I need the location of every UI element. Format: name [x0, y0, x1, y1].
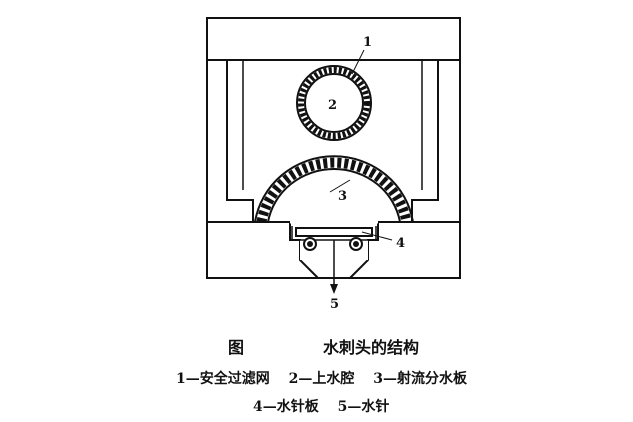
- callout-2: 2: [328, 98, 337, 113]
- legend-line-1: 1—安全过滤网 2—上水腔 3—射流分水板: [176, 368, 481, 388]
- jet-distribution-arch-inner: [267, 168, 401, 223]
- needle-plate: [295, 227, 373, 237]
- safety-filter-ring-outer: [296, 65, 372, 141]
- inner-chamber-wall-right: [411, 60, 439, 222]
- inner-chamber-wall-left: [226, 60, 254, 222]
- figure-title: 水刺头的结构: [323, 338, 420, 357]
- leader-3: [329, 179, 351, 193]
- water-needle-arrow: [330, 284, 338, 294]
- diagram-svg: 1 2 3 4 5: [206, 17, 461, 312]
- o-ring-left-core: [307, 241, 313, 247]
- legend-line-2: 4—水针板 5—水针: [253, 396, 403, 416]
- caption-row: 图 水刺头的结构: [0, 334, 633, 358]
- leader-1: [351, 49, 365, 75]
- safety-filter-ring-inner: [304, 73, 364, 133]
- jet-distribution-arch-mesh: [256, 157, 412, 223]
- water-jet-head-diagram: 1 2 3 4 5: [206, 17, 461, 312]
- callout-5: 5: [330, 297, 339, 312]
- legend-item-3: 3—射流分水板: [373, 371, 467, 387]
- safety-filter-mesh: [298, 67, 370, 139]
- figure-label: 图: [228, 338, 245, 357]
- leader-4: [361, 231, 393, 241]
- callout-4: 4: [396, 236, 405, 251]
- callout-1: 1: [363, 35, 372, 50]
- o-ring-right-core: [353, 241, 359, 247]
- callout-3: 3: [338, 189, 347, 204]
- legend-item-5: 5—水针: [337, 399, 390, 415]
- jet-distribution-arch-outer: [254, 155, 414, 223]
- legend-item-2: 2—上水腔: [288, 371, 355, 387]
- legend-item-4: 4—水针板: [253, 399, 319, 415]
- legend-item-1: 1—安全过滤网: [176, 371, 270, 387]
